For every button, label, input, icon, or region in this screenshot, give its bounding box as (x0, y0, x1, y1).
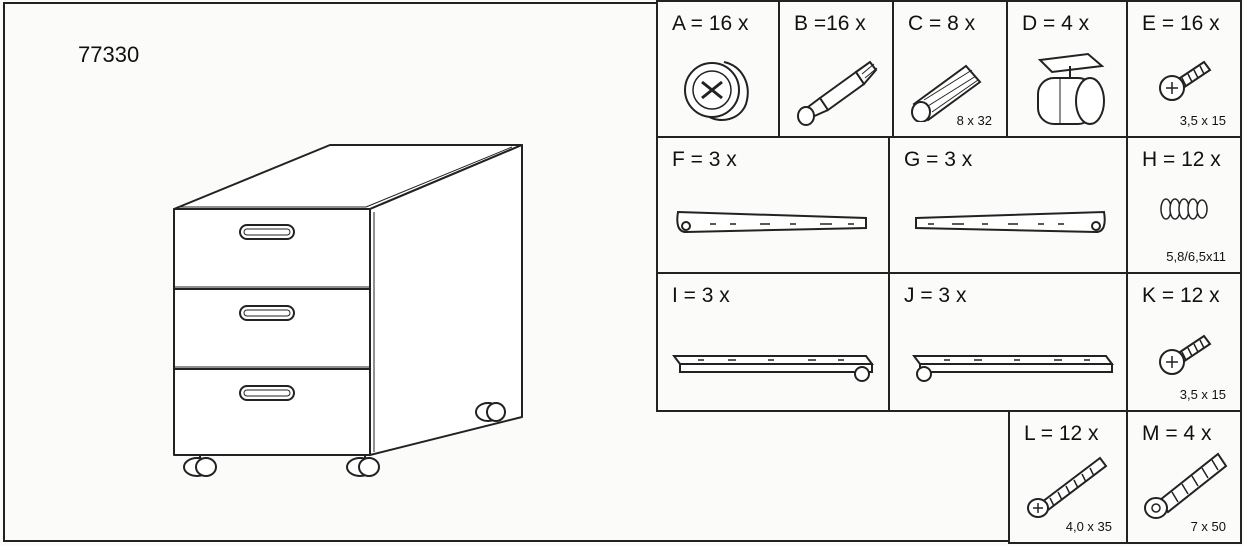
part-label-a: A = 16 x (672, 12, 749, 35)
part-cell-f: F = 3 x (656, 136, 890, 274)
part-size-l: 4,0 x 35 (1065, 519, 1112, 534)
drawer-cabinet-illustration (173, 144, 523, 477)
part-cell-g: G = 3 x (888, 136, 1128, 274)
screw-icon (1159, 334, 1212, 375)
part-size-k: 3,5 x 15 (1179, 387, 1226, 402)
part-label-d: D = 4 x (1022, 12, 1090, 35)
part-label-b: B =16 x (794, 12, 866, 35)
screw-icon (1159, 60, 1212, 101)
part-label-j: J = 3 x (904, 284, 967, 307)
drawer-rail-icon (915, 210, 1106, 234)
part-cell-b: B =16 x (778, 0, 894, 138)
cam-lock-icon (684, 61, 749, 121)
part-size-m: 7 x 50 (1190, 519, 1226, 534)
wood-dowel-icon (911, 64, 982, 122)
cabinet-rail-icon (912, 355, 1114, 382)
part-cell-l: L = 12 x 4,0 x 35 (1008, 410, 1128, 544)
part-label-i: I = 3 x (672, 284, 730, 307)
part-size-c: 8 x 32 (956, 113, 992, 128)
drawer-rail-icon (676, 210, 867, 234)
connector-bolt-icon (1144, 452, 1228, 519)
part-label-c: C = 8 x (908, 12, 976, 35)
part-cell-c: C = 8 x 8 x 32 (892, 0, 1008, 138)
part-cell-m: M = 4 x 7 x 50 (1126, 410, 1242, 544)
part-size-h: 5,8/6,5x11 (1166, 249, 1226, 264)
plastic-anchor-icon (1160, 198, 1208, 220)
part-label-l: L = 12 x (1024, 422, 1099, 445)
part-cell-i: I = 3 x (656, 272, 890, 412)
part-label-m: M = 4 x (1142, 422, 1212, 445)
part-cell-e: E = 16 x 3,5 x 15 (1126, 0, 1242, 138)
part-label-h: H = 12 x (1142, 148, 1221, 171)
part-cell-k: K = 12 x 3,5 x 15 (1126, 272, 1242, 412)
part-size-e: 3,5 x 15 (1179, 113, 1226, 128)
part-cell-d: D = 4 x (1006, 0, 1128, 138)
cabinet-rail-icon (672, 355, 874, 382)
part-label-g: G = 3 x (904, 148, 973, 171)
part-label-e: E = 16 x (1142, 12, 1220, 35)
long-screw-icon (1027, 456, 1108, 518)
part-cell-a: A = 16 x (656, 0, 780, 138)
caster-wheel-icon (1037, 52, 1105, 125)
part-cell-j: J = 3 x (888, 272, 1128, 412)
part-label-f: F = 3 x (672, 148, 737, 171)
cam-bolt-icon (797, 60, 878, 126)
part-label-k: K = 12 x (1142, 284, 1220, 307)
part-cell-h: H = 12 x 5,8/6,5x11 (1126, 136, 1242, 274)
model-number: 77330 (78, 42, 140, 67)
